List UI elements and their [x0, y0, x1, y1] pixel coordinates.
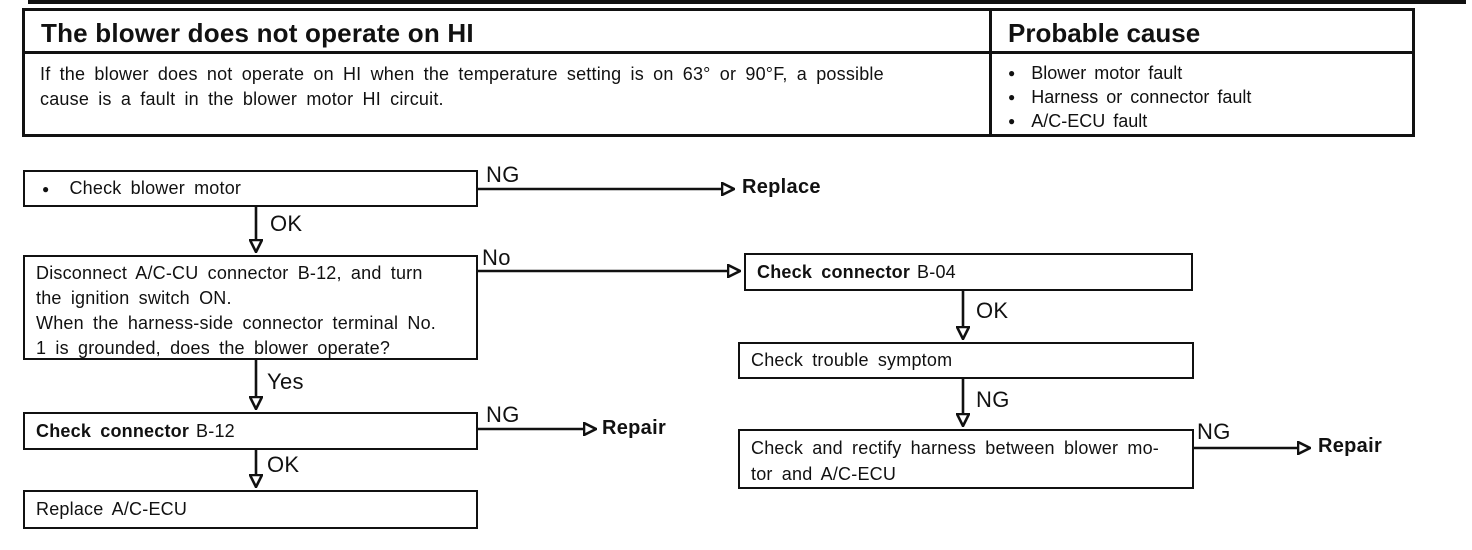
- cause-text: Harness or connector fault: [1031, 87, 1252, 107]
- probable-cause-header: Probable cause: [1008, 18, 1201, 48]
- bullet-icon: ●: [1008, 114, 1016, 128]
- step-disconnect-acu: Disconnect A/C-CU connector B-12, and tu…: [23, 255, 478, 360]
- label-ng: NG: [976, 387, 1010, 412]
- table-column-divider: [989, 11, 992, 134]
- step-text-line: 1 is grounded, does the blower operate?: [36, 338, 391, 358]
- cause-text: Blower motor fault: [1031, 63, 1183, 83]
- step-text-line: Check and rectify harness between blower…: [751, 438, 1159, 458]
- step-check-connector-b12: Check connector B-12: [23, 412, 478, 450]
- description-line: cause is a fault in the blower motor HI …: [40, 89, 444, 109]
- label-ok: OK: [267, 452, 300, 477]
- terminal-replace: Replace: [742, 176, 821, 198]
- step-check-rectify-harness: Check and rectify harness between blower…: [738, 429, 1194, 489]
- step-text: B-12: [196, 420, 235, 441]
- step-text-line: the ignition switch ON.: [36, 288, 232, 308]
- scan-artifact-line: [28, 0, 1466, 4]
- bullet-icon: ●: [1008, 66, 1016, 80]
- label-ng: NG: [486, 402, 520, 427]
- probable-cause-list: ● Blower motor fault ● Harness or connec…: [1008, 61, 1251, 133]
- cause-item: ● Harness or connector fault: [1008, 85, 1251, 109]
- terminal-repair: Repair: [1318, 435, 1383, 457]
- step-text-bold: Check connector: [36, 420, 190, 441]
- symptom-description: If the blower does not operate on HI whe…: [40, 62, 884, 112]
- bullet-icon: ●: [1008, 90, 1016, 104]
- step-text: Check trouble symptom: [751, 350, 953, 370]
- step-text: Check blower motor: [69, 178, 242, 198]
- step-check-blower-motor: ● Check blower motor: [23, 170, 478, 207]
- label-yes: Yes: [267, 369, 304, 394]
- label-no: No: [482, 245, 511, 270]
- step-text-bold: Check connector: [757, 261, 911, 282]
- terminal-repair: Repair: [602, 417, 667, 439]
- step-replace-ac-ecu: Replace A/C-ECU: [23, 490, 478, 529]
- label-ng: NG: [486, 162, 520, 187]
- step-check-connector-b04: Check connector B-04: [744, 253, 1193, 291]
- cause-item: ● Blower motor fault: [1008, 61, 1251, 85]
- step-text: B-04: [917, 261, 956, 282]
- symptom-title: The blower does not operate on HI: [41, 18, 474, 48]
- description-line: If the blower does not operate on HI whe…: [40, 64, 884, 84]
- step-check-trouble-symptom: Check trouble symptom: [738, 342, 1194, 379]
- step-text-line: When the harness-side connector terminal…: [36, 313, 436, 333]
- cause-item: ● A/C-ECU fault: [1008, 109, 1251, 133]
- cause-text: A/C-ECU fault: [1031, 111, 1148, 131]
- bullet-icon: ●: [42, 181, 50, 196]
- step-text: Replace A/C-ECU: [36, 499, 188, 519]
- label-ng: NG: [1197, 419, 1231, 444]
- symptom-table: The blower does not operate on HI Probab…: [22, 8, 1415, 137]
- table-header-divider: [25, 51, 1412, 54]
- step-text-line: Disconnect A/C-CU connector B-12, and tu…: [36, 263, 423, 283]
- step-text-line: tor and A/C-ECU: [751, 464, 897, 484]
- label-ok: OK: [976, 298, 1009, 323]
- label-ok: OK: [270, 211, 303, 236]
